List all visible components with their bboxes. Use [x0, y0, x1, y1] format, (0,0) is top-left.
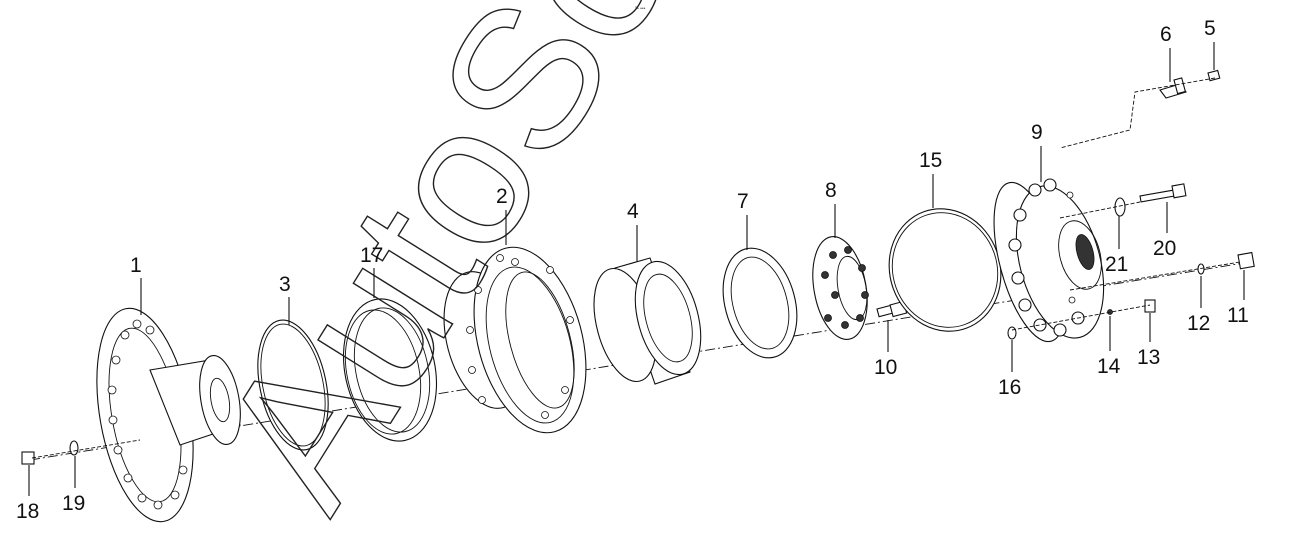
leader-5-6 — [1059, 77, 1216, 149]
callout-10: 10 — [874, 320, 897, 379]
callout-20: 20 — [1153, 202, 1176, 260]
svg-text:21: 21 — [1105, 253, 1128, 276]
callout-6: 6 — [1160, 23, 1172, 82]
watermark: AutoSoft — [177, 0, 774, 543]
part-8-bolted-plate — [812, 236, 869, 340]
part-19-washer — [69, 440, 79, 456]
callout-17: 17 — [360, 244, 383, 298]
callout-21: 21 — [1105, 216, 1128, 276]
svg-text:10: 10 — [874, 356, 897, 379]
svg-text:7: 7 — [737, 190, 749, 213]
svg-text:11: 11 — [1227, 304, 1249, 327]
svg-text:5: 5 — [1204, 17, 1216, 40]
part-1-flange-hub — [96, 307, 241, 523]
part-4-cylindrical-bearing — [593, 257, 702, 385]
callout-12: 12 — [1187, 276, 1210, 335]
svg-text:9: 9 — [1031, 121, 1043, 144]
svg-text:AutoSoft: AutoSoft — [177, 0, 773, 543]
flange-bolt-holes — [107, 319, 188, 510]
svg-text:16: 16 — [998, 376, 1021, 399]
part-20-bolt — [1139, 183, 1187, 203]
part-13-plug — [1144, 299, 1156, 313]
callout-11: 11 — [1227, 270, 1249, 327]
callout-7: 7 — [737, 190, 749, 250]
callout-18: 18 — [16, 465, 39, 523]
callout-13: 13 — [1137, 313, 1160, 369]
callout-16: 16 — [998, 340, 1021, 399]
svg-text:3: 3 — [279, 273, 291, 296]
svg-text:15: 15 — [919, 149, 942, 172]
part-17-ring — [342, 298, 438, 442]
svg-text:17: 17 — [360, 244, 383, 267]
svg-text:18: 18 — [16, 500, 39, 523]
svg-text:13: 13 — [1137, 346, 1160, 369]
part-11-plug — [1237, 251, 1255, 270]
svg-text:19: 19 — [62, 492, 85, 515]
part-9-end-cover — [993, 178, 1105, 343]
callout-19: 19 — [62, 456, 85, 515]
part-6-fitting — [1159, 77, 1187, 99]
svg-text:14: 14 — [1097, 355, 1121, 378]
callout-15: 15 — [919, 149, 942, 208]
callout-9: 9 — [1031, 121, 1043, 182]
part-16-seal — [1007, 326, 1017, 340]
part-7-ring — [722, 247, 798, 359]
svg-text:6: 6 — [1160, 23, 1172, 46]
part-12-seal — [1197, 263, 1205, 275]
callout-3: 3 — [279, 273, 291, 325]
part-2-bearing-housing — [443, 246, 587, 434]
callout-14: 14 — [1097, 316, 1121, 378]
svg-text:1: 1 — [130, 254, 142, 277]
callout-1: 1 — [130, 254, 142, 315]
svg-text:8: 8 — [825, 179, 837, 202]
callout-5: 5 — [1204, 17, 1216, 70]
part-5-fitting — [1207, 69, 1221, 82]
callout-8: 8 — [825, 179, 837, 238]
svg-text:4: 4 — [627, 200, 639, 223]
header-mark: °• ••• — [635, 6, 646, 12]
callout-4: 4 — [627, 200, 639, 262]
callout-2: 2 — [496, 185, 508, 245]
svg-text:20: 20 — [1153, 237, 1176, 260]
svg-text:12: 12 — [1187, 312, 1210, 335]
part-3-o-ring — [257, 319, 329, 451]
part-10-screw — [876, 300, 908, 318]
svg-text:2: 2 — [496, 185, 508, 208]
